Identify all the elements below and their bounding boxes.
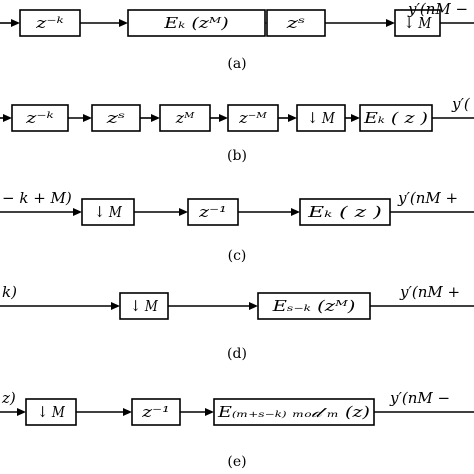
- row-3-wire-0-arrowhead: [111, 302, 120, 310]
- row-4-block-0: [25, 398, 77, 426]
- row-1-block-1: [91, 104, 141, 132]
- row-1-block-4: [296, 104, 346, 132]
- row-1-block-0: [11, 104, 69, 132]
- row-1-wire-3-arrowhead: [219, 114, 228, 122]
- row-4-wire-2-arrowhead: [205, 408, 214, 416]
- row-2-block-1: [187, 198, 239, 226]
- row-4-block-1: [131, 398, 181, 426]
- row-4-wire-1-arrowhead: [123, 408, 132, 416]
- row-0-block-2-label: zˢ: [285, 14, 305, 32]
- row-2-block-1-label: z⁻¹: [198, 203, 227, 221]
- row-2-wire-1-arrowhead: [179, 208, 188, 216]
- row-3-block-1-label: Eₛ₋ₖ (zᴹ): [271, 297, 355, 315]
- row-4-block-2-label: E₍ₘ₊ₛ₋ₖ₎ ₘₒ𝒹 ₘ (z): [217, 403, 370, 421]
- row-3-output-label: y′(nM +: [399, 283, 460, 301]
- row-1-output-label: y′(: [451, 95, 471, 113]
- row-1-block-3: [227, 104, 279, 132]
- row-1-wire-0-arrowhead: [3, 114, 12, 122]
- row-1-caption: (b): [227, 148, 247, 164]
- row-1-block-2: [159, 104, 211, 132]
- row-3-block-1: [257, 292, 371, 320]
- row-1-wire-1-arrowhead: [83, 114, 92, 122]
- row-2-wire-0-arrowhead: [73, 208, 82, 216]
- row-0-wire-0-arrowhead: [11, 19, 20, 27]
- row-0-caption: (a): [227, 56, 246, 72]
- row-1-block-3-label: z⁻ᴹ: [238, 109, 267, 127]
- row-3-block-0-label: ↓ M: [130, 297, 158, 315]
- row-1-block-2-label: zᴹ: [175, 109, 195, 127]
- row-2-input-label: − k + M): [2, 189, 72, 207]
- row-3-input-label: k): [2, 283, 17, 301]
- row-1-wire-4-arrowhead: [288, 114, 297, 122]
- row-0-output-label: y′(nM −: [407, 0, 468, 18]
- row-4-input-label: z): [1, 389, 16, 407]
- row-4-block-0-label: ↓ M: [37, 403, 65, 421]
- row-2-block-0: [81, 198, 135, 226]
- row-4-wire-0-arrowhead: [17, 408, 26, 416]
- row-0-block-0-label: z⁻ᵏ: [35, 14, 65, 32]
- row-2-caption: (c): [228, 248, 247, 264]
- row-0-block-3-label: ↓ M: [404, 14, 432, 32]
- row-4-block-1-label: z⁻¹: [141, 403, 170, 421]
- row-2-output-label: y′(nM +: [397, 189, 458, 207]
- row-0-block-2: [266, 9, 326, 37]
- row-1-block-0-label: z⁻ᵏ: [25, 109, 55, 127]
- row-1-block-5-label: Eₖ ( z ): [363, 109, 428, 127]
- row-2-block-0-label: ↓ M: [94, 203, 122, 221]
- row-4-block-2: [213, 398, 375, 426]
- row-1-block-1-label: zˢ: [105, 109, 125, 127]
- row-0-block-0: [19, 9, 81, 37]
- row-0-wire-3-arrowhead: [386, 19, 395, 27]
- row-3-block-0: [119, 292, 169, 320]
- row-1-wire-5-arrowhead: [351, 114, 360, 122]
- row-2-block-2-label: Eₖ ( z ): [307, 203, 382, 221]
- row-4-output-label: y′(nM −: [389, 389, 450, 407]
- row-0-wire-1-arrowhead: [119, 19, 128, 27]
- row-1-wire-2-arrowhead: [151, 114, 160, 122]
- row-0-block-1-label: Eₖ (zᴹ): [163, 14, 229, 32]
- row-1-block-4-label: ↓ M: [307, 109, 335, 127]
- row-3-wire-1-arrowhead: [249, 302, 258, 310]
- row-2-wire-2-arrowhead: [291, 208, 300, 216]
- row-0-block-1: [127, 9, 266, 37]
- row-3-caption: (d): [227, 346, 247, 362]
- row-4-caption: (e): [227, 454, 246, 470]
